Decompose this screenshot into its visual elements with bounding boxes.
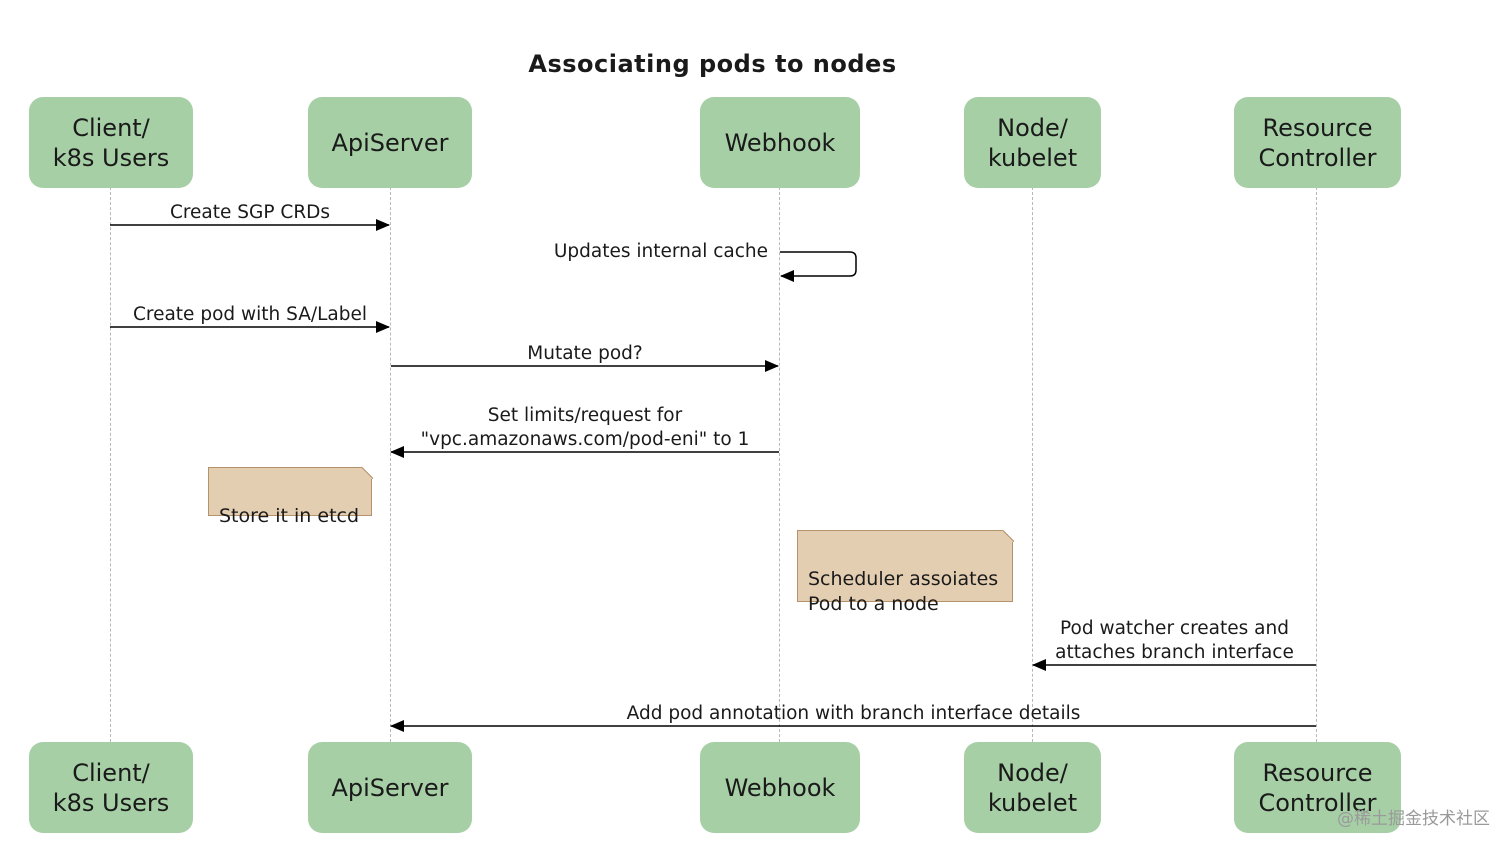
actor-controller-top: Resource Controller xyxy=(1234,97,1401,188)
lifeline-node xyxy=(1032,187,1033,742)
msg-updates-internal-cache: Updates internal cache xyxy=(553,241,768,262)
lifeline-controller xyxy=(1316,187,1317,742)
msg-set-limits: Set limits/request for "vpc.amazonaws.co… xyxy=(420,405,750,450)
lifeline-client xyxy=(110,187,111,742)
note-fold-corner xyxy=(360,466,373,479)
note-store-etcd-text: Store it in etcd xyxy=(219,505,360,527)
actor-client-top: Client/ k8s Users xyxy=(29,97,193,188)
note-fold-corner xyxy=(1001,529,1014,542)
actor-client-bottom: Client/ k8s Users xyxy=(29,742,193,833)
msg-add-annotation: Add pod annotation with branch interface… xyxy=(626,703,1081,724)
note-scheduler: Scheduler assoiates Pod to a node xyxy=(797,529,1014,615)
actor-webhook-top: Webhook xyxy=(700,97,860,188)
msg-pod-watcher: Pod watcher creates and attaches branch … xyxy=(1055,618,1294,663)
actor-node-top: Node/ kubelet xyxy=(964,97,1101,188)
msg-create-pod: Create pod with SA/Label xyxy=(132,304,368,325)
actor-controller-bottom: Resource Controller xyxy=(1234,742,1401,833)
arrow-updates-internal-cache xyxy=(780,251,857,282)
msg-mutate-pod: Mutate pod? xyxy=(527,343,643,364)
note-store-etcd: Store it in etcd xyxy=(208,466,373,527)
actor-node-bottom: Node/ kubelet xyxy=(964,742,1101,833)
note-scheduler-text: Scheduler assoiates Pod to a node xyxy=(808,568,999,615)
msg-create-sgp-crds: Create SGP CRDs xyxy=(169,202,331,223)
watermark: @稀土掘金技术社区 xyxy=(1337,809,1490,829)
lifeline-apiserver xyxy=(390,187,391,742)
actor-webhook-bottom: Webhook xyxy=(700,742,860,833)
actor-apiserver-top: ApiServer xyxy=(308,97,472,188)
lifeline-webhook xyxy=(779,187,780,742)
diagram-title: Associating pods to nodes xyxy=(528,50,897,78)
actor-apiserver-bottom: ApiServer xyxy=(308,742,472,833)
